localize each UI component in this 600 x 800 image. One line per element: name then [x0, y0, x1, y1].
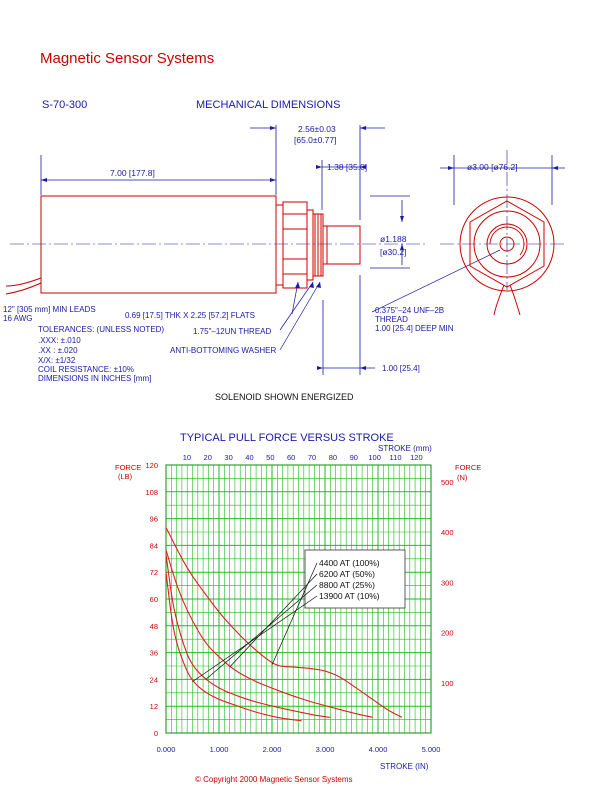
chart-grid — [165, 464, 432, 734]
x2-tick-label: 40 — [245, 453, 253, 462]
stroke-dim: 1.00 [25.4] — [382, 364, 420, 373]
solenoid-front-view — [459, 196, 555, 316]
company-title: Magnetic Sensor Systems — [40, 50, 214, 67]
copyright: © Copyright 2000 Magnetic Sensor Systems — [195, 775, 353, 784]
tolerances-title: TOLERANCES: (UNLESS NOTED) — [38, 325, 164, 334]
overall-length-dim: 7.00 [177.8] — [110, 168, 155, 178]
y-tick-label: 84 — [150, 541, 158, 550]
total-dim-line2: [65.0±0.77] — [294, 135, 336, 145]
x2-tick-label: 70 — [308, 453, 316, 462]
tolerance-xxx: .XXX: ±.010 — [38, 336, 81, 345]
x-tick-label: 5.000 — [422, 745, 441, 754]
chart-legend: 4400 AT (100%)6200 AT (50%)8800 AT (25%)… — [192, 549, 406, 682]
legend-leader-line — [271, 562, 318, 666]
y-tick-label: 108 — [145, 488, 158, 497]
leads-callout: 12" [305 mm] MIN LEADS — [3, 305, 96, 314]
legend-leader-line — [229, 573, 318, 668]
legend-leader-line — [205, 584, 318, 680]
washer-callout: ANTI-BOTTOMING WASHER — [170, 346, 276, 355]
y2-axis-label-line1: FORCE — [455, 463, 481, 472]
y2-tick-label: 200 — [441, 629, 454, 638]
model-number: S-70-300 — [42, 99, 87, 111]
tolerance-xx: .XX : ±.020 — [38, 346, 78, 355]
x2-tick-label: 90 — [350, 453, 358, 462]
x2-tick-label: 60 — [287, 453, 295, 462]
total-dim-line1: 2.56±0.03 — [298, 124, 336, 134]
y-axis-label-line2: (LB) — [118, 472, 133, 481]
x2-tick-label: 20 — [204, 453, 212, 462]
force-curve-2 — [165, 549, 374, 718]
top-axis-label: STROKE (mm) — [378, 444, 432, 453]
plunger-diameter-dim: ø1.188 — [380, 234, 407, 244]
force-curve-4 — [165, 572, 302, 722]
front-diameter-dim: ø3.00 [ø76.2] — [467, 162, 518, 172]
mechanical-dimensions-title: MECHANICAL DIMENSIONS — [196, 99, 340, 111]
y-tick-label: 96 — [150, 515, 158, 524]
x-tick-label: 0.000 — [157, 745, 176, 754]
dimension-units: DIMENSIONS IN INCHES [mm] — [38, 374, 151, 383]
tapped-thread-line3: 1.00 [25.4] DEEP MIN — [375, 324, 454, 333]
y-tick-label: 60 — [150, 595, 158, 604]
x-tick-label: 3.000 — [316, 745, 335, 754]
chart-ticks: 0.000 1.000 2.000 3.000 4.000 5.000 0 12 24 36 48 6… — [145, 453, 453, 754]
leads-gauge: 16 AWG — [3, 314, 33, 323]
legend-box — [304, 549, 406, 609]
x2-tick-label: 10 — [183, 453, 191, 462]
y-tick-label: 24 — [150, 675, 158, 684]
chart-curves — [165, 527, 403, 722]
pull-force-chart: TYPICAL PULL FORCE VERSUS STROKE STROKE … — [115, 432, 481, 771]
tapped-thread-line2: THREAD — [375, 315, 408, 324]
y-tick-label: 0 — [154, 729, 158, 738]
x2-tick-label: 110 — [390, 453, 402, 462]
x-tick-label: 4.000 — [369, 745, 388, 754]
x-tick-label: 1.000 — [210, 745, 229, 754]
bottom-axis-label: STROKE (IN) — [380, 762, 429, 771]
y-tick-label: 48 — [150, 622, 158, 631]
energized-caption: SOLENOID SHOWN ENERGIZED — [215, 392, 354, 402]
solenoid-side-view: 7.00 [177.8] 2.56±0.03 [65.0±0.77] 1.38 … — [3, 124, 565, 402]
flats-callout: 0.69 [17.5] THK X 2.25 [57.2] FLATS — [125, 311, 255, 320]
plunger-diameter-mm: [ø30.2] — [380, 247, 406, 257]
plot-frame — [165, 464, 432, 734]
y-tick-label: 72 — [150, 568, 158, 577]
y2-tick-label: 100 — [441, 679, 454, 688]
tolerance-fraction: X/X: ±1/32 — [38, 356, 76, 365]
y2-tick-label: 500 — [441, 478, 454, 487]
legend-entry: 4400 AT (100%) — [319, 558, 380, 568]
x2-tick-label: 30 — [224, 453, 232, 462]
x2-tick-label: 120 — [410, 453, 423, 462]
force-curve-1 — [165, 527, 403, 718]
force-curve-3 — [165, 554, 331, 718]
legend-entry: 8800 AT (25%) — [319, 580, 375, 590]
y2-axis-label-line2: (N) — [457, 473, 468, 482]
thread-callout: 1.75"–12UN THREAD — [193, 327, 272, 336]
x2-tick-label: 80 — [329, 453, 337, 462]
legend-leader-line — [192, 595, 318, 682]
x-tick-label: 2.000 — [263, 745, 282, 754]
legend-entry: 13900 AT (10%) — [319, 591, 380, 601]
y2-tick-label: 300 — [441, 578, 454, 587]
y-tick-label: 36 — [150, 649, 158, 658]
y-tick-label: 120 — [145, 461, 158, 470]
x2-tick-label: 100 — [368, 453, 381, 462]
tapped-thread-line1: 0.375"–24 UNF–2B — [375, 306, 444, 315]
y-axis-label-line1: FORCE — [115, 463, 141, 472]
chart-title: TYPICAL PULL FORCE VERSUS STROKE — [180, 432, 394, 444]
y-tick-label: 12 — [150, 702, 158, 711]
x2-tick-label: 50 — [266, 453, 274, 462]
y2-tick-label: 400 — [441, 528, 454, 537]
legend-entry: 6200 AT (50%) — [319, 569, 375, 579]
tolerance-coil: COIL RESISTANCE: ±10% — [38, 365, 134, 374]
stud-length-dim: 1.38 [35.0] — [327, 162, 367, 172]
